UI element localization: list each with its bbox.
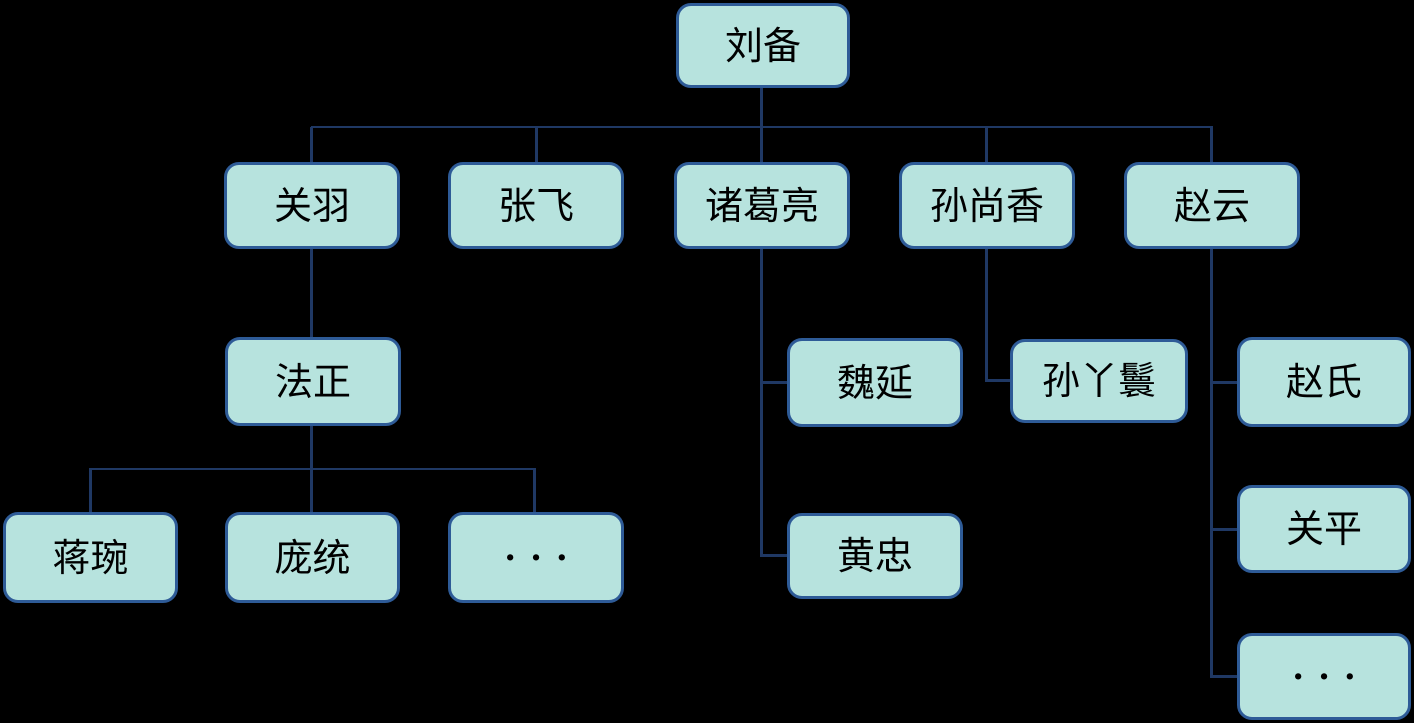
node-label: 孙丫鬟: [1041, 359, 1156, 403]
connector-line: [760, 88, 763, 128]
org-node-zhangfei: 张飞: [448, 162, 624, 249]
org-node-sunyahuan: 孙丫鬟: [1010, 339, 1188, 423]
org-node-ellipsis: ···: [448, 512, 624, 603]
connector-line: [1210, 381, 1237, 384]
connector-line: [760, 249, 763, 557]
node-label: 关平: [1285, 507, 1362, 551]
org-node-zhaoyun: 赵云: [1124, 162, 1300, 249]
org-node-guanping: 关平: [1237, 485, 1411, 573]
node-label: 庞统: [274, 535, 351, 580]
org-node-weiyan: 魏延: [787, 338, 963, 427]
node-label: 赵氏: [1285, 360, 1362, 404]
org-node-fazheng: 法正: [225, 337, 401, 426]
node-label: 关羽: [273, 183, 350, 228]
org-node-liubei: 刘备: [676, 3, 850, 88]
node-label: 赵云: [1173, 183, 1250, 228]
org-node-huangzhong: 黄忠: [787, 513, 963, 599]
org-node-zhaoshi: 赵氏: [1237, 337, 1411, 427]
connector-line: [310, 469, 313, 512]
node-label: 张飞: [497, 183, 574, 228]
connector-line: [1210, 127, 1213, 162]
org-node-guanyu: 关羽: [224, 162, 400, 249]
connector-line: [535, 127, 538, 162]
node-label: 刘备: [724, 23, 801, 68]
org-node-sunshangxiang: 孙尚香: [899, 162, 1075, 249]
connector-line: [985, 249, 988, 381]
connector-line: [760, 554, 787, 557]
connector-line: [89, 469, 92, 512]
node-label: ···: [504, 537, 582, 578]
node-label: 蒋琬: [52, 535, 129, 580]
org-node-zhugeliang: 诸葛亮: [674, 162, 850, 249]
connector-line: [760, 381, 787, 384]
connector-line: [985, 379, 1010, 382]
connector-line: [310, 249, 313, 337]
node-label: 黄忠: [836, 534, 913, 578]
node-label: ···: [1292, 656, 1370, 697]
connector-line: [310, 426, 313, 469]
node-label: 魏延: [836, 360, 913, 405]
connector-line: [1210, 249, 1213, 678]
node-label: 孙尚香: [929, 183, 1044, 228]
org-node-pangtong: 庞统: [225, 512, 400, 603]
connector-line: [1210, 675, 1237, 678]
connector-line: [985, 127, 988, 162]
org-node-ellipsis: ···: [1237, 633, 1411, 720]
node-label: 诸葛亮: [704, 183, 819, 228]
connector-line: [760, 127, 763, 162]
node-label: 法正: [274, 359, 351, 404]
connector-line: [533, 469, 536, 512]
connector-line: [310, 127, 313, 162]
org-node-jiangwan: 蒋琬: [3, 512, 178, 603]
connector-line: [1210, 528, 1237, 531]
